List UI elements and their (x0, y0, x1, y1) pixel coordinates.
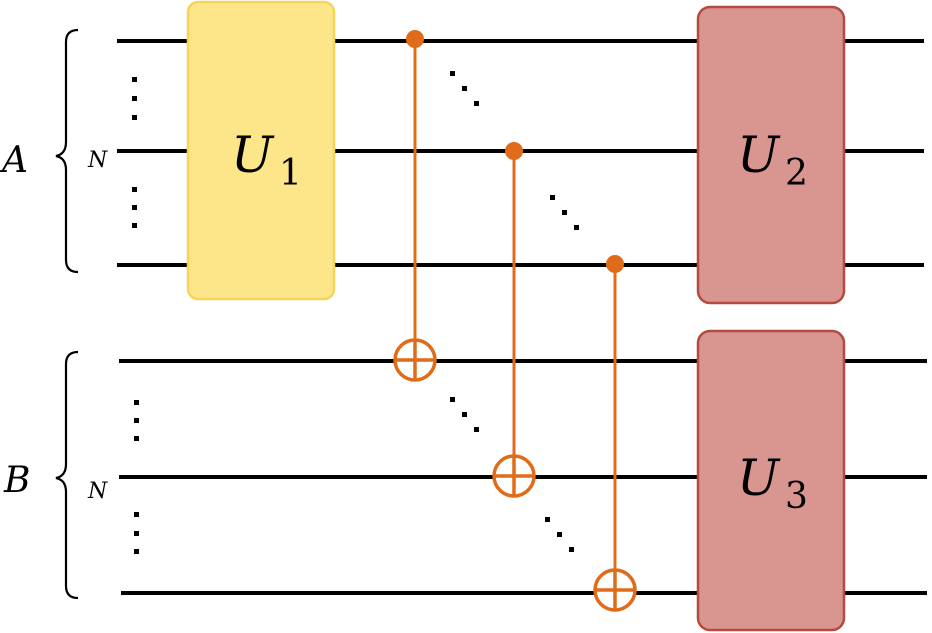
brace-register-b (55, 350, 79, 600)
gate-u3: U 3 (696, 329, 846, 632)
cnot-2-control-dot (505, 142, 523, 160)
gate-u2-subscript: 2 (785, 153, 808, 194)
diagonal-ellipsis-b-1 (450, 397, 479, 432)
cnot-3-control-dot (606, 255, 624, 273)
cnot-gate-2 (492, 142, 536, 498)
gate-u1: U 1 (186, 0, 336, 301)
register-b-label: B (3, 460, 30, 501)
gate-u1-box (186, 0, 336, 301)
register-a-count-label: N (87, 148, 108, 173)
vertical-ellipsis-b-upper (134, 400, 139, 441)
gate-u3-symbol: U (737, 449, 781, 507)
brace-register-a (55, 28, 79, 274)
gate-u2-box (696, 5, 846, 305)
register-a-label: A (0, 140, 28, 181)
register-b-count-label: N (87, 479, 108, 504)
gate-u1-symbol: U (231, 126, 275, 184)
vertical-ellipsis-b-lower (134, 512, 139, 554)
gate-u3-box (696, 329, 846, 632)
gate-u1-subscript: 1 (279, 153, 302, 194)
diagonal-ellipsis-a-1 (450, 71, 479, 106)
vertical-ellipsis-a-upper (132, 77, 137, 120)
diagonal-ellipsis-a-2 (550, 195, 579, 230)
vertical-ellipsis-a-lower (132, 187, 137, 228)
gate-u3-subscript: 3 (785, 476, 808, 517)
cnot-gate-3 (593, 255, 637, 612)
gate-u2: U 2 (696, 5, 846, 305)
gate-u2-symbol: U (737, 126, 781, 184)
cnot-gate-1 (393, 30, 437, 382)
diagonal-ellipsis-b-2 (545, 517, 574, 552)
cnot-1-control-dot (406, 30, 424, 48)
